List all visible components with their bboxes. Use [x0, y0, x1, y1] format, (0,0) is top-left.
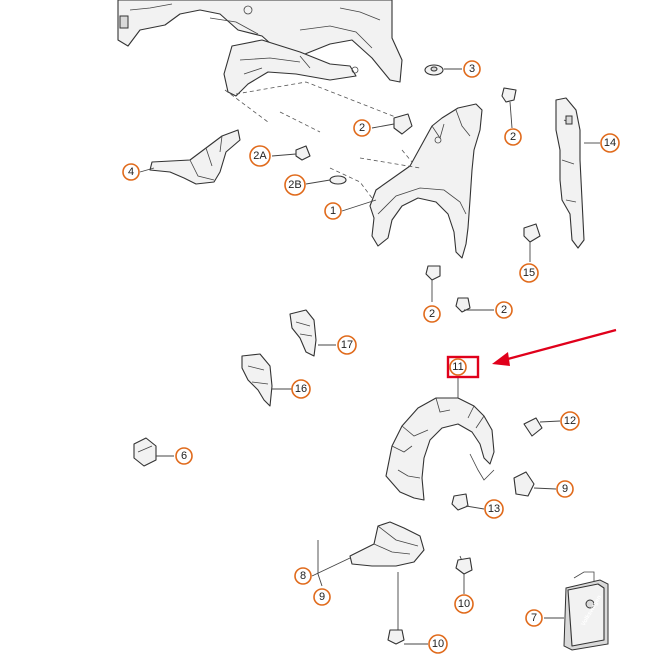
svg-text:11: 11 — [452, 361, 463, 373]
callout-2a: 2A — [249, 145, 271, 167]
callout-10-upper: 10 — [454, 594, 474, 614]
callout-4: 4 — [122, 163, 140, 181]
svg-text:1: 1 — [330, 205, 336, 217]
bracket-part-17 — [289, 309, 317, 357]
seal-part-14 — [555, 97, 585, 249]
hardware-top — [295, 64, 541, 313]
callout-10-lower: 10 — [428, 634, 448, 654]
svg-text:6: 6 — [181, 450, 187, 462]
hardware-lower — [387, 557, 473, 645]
callout-7: 7 — [525, 609, 543, 627]
svg-text:2: 2 — [510, 131, 516, 143]
callout-13: 13 — [484, 499, 504, 519]
callout-14: 14 — [600, 133, 620, 153]
svg-text:2A: 2A — [253, 150, 267, 162]
front-body-structure — [117, 0, 403, 97]
callout-17: 17 — [337, 335, 357, 355]
svg-text:2: 2 — [359, 122, 365, 134]
callout-2-lower-right: 2 — [495, 301, 513, 319]
svg-text:15: 15 — [523, 267, 535, 279]
callout-9-lower: 9 — [313, 588, 331, 606]
clip-part-6 — [133, 437, 157, 467]
svg-text:9: 9 — [319, 591, 325, 603]
callout-8: 8 — [294, 567, 312, 585]
splash-guard-part-8 — [349, 521, 425, 567]
callout-9: 9 — [556, 480, 574, 498]
svg-text:13: 13 — [488, 503, 500, 515]
callout-11: 11 — [446, 355, 480, 379]
leader-lines — [139, 68, 600, 645]
callout-6: 6 — [175, 447, 193, 465]
svg-text:10: 10 — [458, 598, 470, 610]
callout-16: 16 — [291, 379, 311, 399]
callout-2b: 2B — [284, 174, 306, 196]
bracket-part-16 — [241, 353, 273, 407]
callout-3: 3 — [463, 60, 481, 78]
wheel-liner-part-11 — [385, 397, 495, 501]
svg-text:14: 14 — [604, 137, 616, 149]
package-part-7: Volkswagen — [563, 571, 609, 651]
callout-1: 1 — [324, 202, 342, 220]
svg-text:10: 10 — [432, 638, 444, 650]
svg-text:12: 12 — [564, 415, 576, 427]
callout-12: 12 — [560, 411, 580, 431]
svg-text:2B: 2B — [288, 179, 301, 191]
bracket-part-4 — [149, 129, 241, 185]
callout-2-lower-left: 2 — [423, 305, 441, 323]
svg-text:7: 7 — [531, 612, 537, 624]
fender-part-1 — [369, 103, 483, 259]
callout-2-right-bolt: 2 — [504, 128, 522, 146]
svg-text:17: 17 — [341, 339, 353, 351]
highlight-annotation — [492, 328, 617, 366]
svg-text:8: 8 — [300, 570, 306, 582]
svg-text:2: 2 — [429, 308, 435, 320]
svg-text:2: 2 — [501, 304, 507, 316]
svg-text:16: 16 — [295, 383, 307, 395]
callout-15: 15 — [519, 263, 539, 283]
callout-2-top-screw: 2 — [353, 119, 371, 137]
svg-text:9: 9 — [562, 483, 568, 495]
svg-text:3: 3 — [469, 63, 475, 75]
svg-text:4: 4 — [128, 166, 134, 178]
hardware-liner — [451, 417, 543, 511]
